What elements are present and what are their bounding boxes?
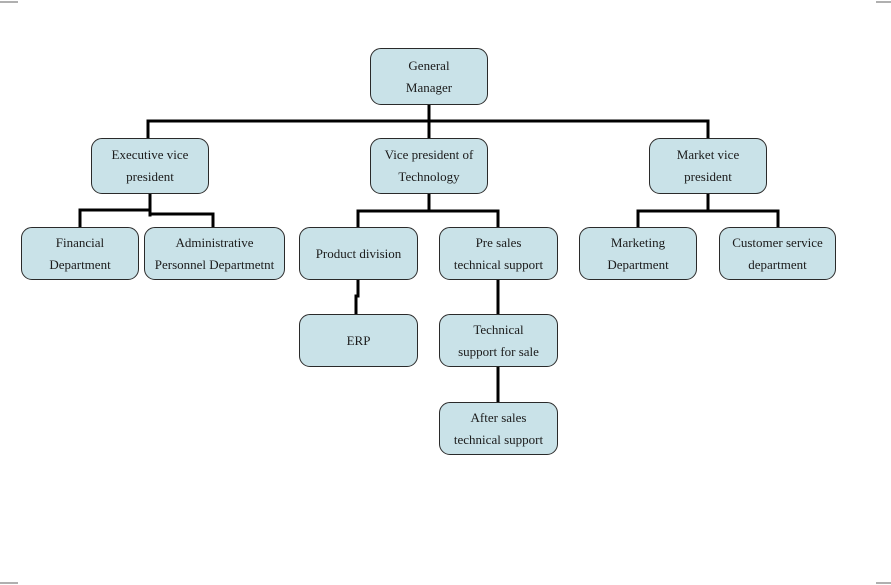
org-node-label: Administrative — [175, 234, 254, 250]
org-node-pre-sales-technical-support[interactable]: Pre sales technical support — [439, 227, 558, 280]
org-node-label: Financial — [55, 234, 105, 250]
org-node-label: General — [408, 57, 450, 73]
org-node-label: Pre sales — [475, 234, 522, 250]
org-node-label: support for sale — [458, 343, 539, 359]
org-node-label: Product division — [315, 245, 402, 261]
org-node-label: Technical — [473, 321, 524, 337]
org-node-after-sales-technical-support[interactable]: After sales technical support — [439, 402, 558, 455]
org-node-technical-support-for-sale[interactable]: Technical support for sale — [439, 314, 558, 367]
org-node-label: department — [748, 256, 807, 272]
org-node-label: Technology — [398, 169, 460, 184]
page-corner-mark-bottom-left — [0, 582, 18, 584]
org-node-label: Personnel Departmetnt — [154, 256, 275, 272]
org-node-label: Executive vice — [111, 147, 189, 162]
org-node-label: Department — [607, 256, 669, 272]
org-node-executive-vice-president[interactable]: Executive vice president — [91, 138, 209, 194]
org-node-customer-service-department[interactable]: Customer service department — [719, 227, 836, 280]
page-corner-mark-top-right — [876, 1, 891, 3]
org-node-label: Manager — [405, 79, 453, 95]
org-node-label: president — [684, 169, 732, 184]
page-corner-mark-top-left — [0, 1, 18, 3]
org-node-vice-president-of-technology[interactable]: Vice president of Technology — [370, 138, 488, 194]
org-node-label: technical support — [453, 431, 544, 447]
page-corner-mark-bottom-right — [876, 582, 891, 584]
org-node-label: president — [126, 169, 174, 184]
org-node-label: Customer service — [732, 234, 823, 250]
org-node-erp[interactable]: ERP — [299, 314, 418, 367]
org-node-label: Market vice — [676, 147, 740, 162]
org-node-product-division[interactable]: Product division — [299, 227, 418, 280]
org-node-label: technical support — [453, 256, 544, 272]
org-node-label: Department — [49, 256, 111, 272]
org-node-label: After sales — [470, 409, 527, 425]
org-node-market-vice-president[interactable]: Market vice president — [649, 138, 767, 194]
org-chart-connector — [354, 278, 360, 316]
org-node-label: Vice president of — [384, 147, 474, 162]
org-node-label: Marketing — [610, 234, 666, 250]
org-node-label: ERP — [346, 332, 371, 348]
